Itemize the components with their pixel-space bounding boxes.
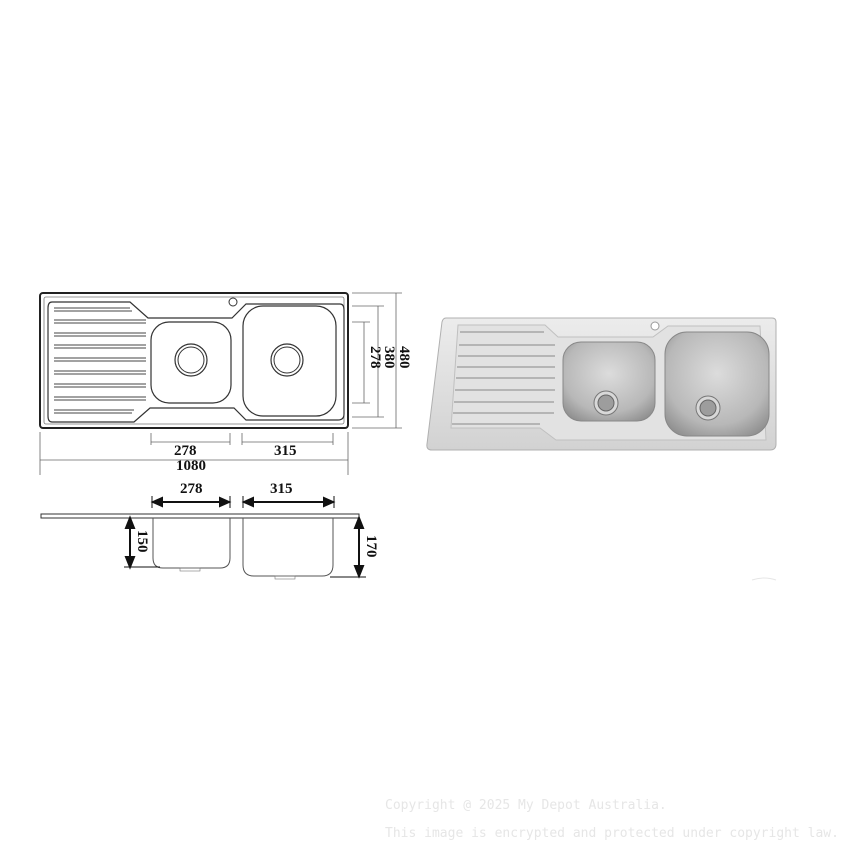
side-dim-large-bowl-height: 170	[363, 535, 379, 558]
side-view-small-bowl	[152, 518, 231, 569]
watermark-line-2: This image is encrypted and protected un…	[385, 826, 839, 841]
dim-large-bowl-width: 315	[274, 443, 297, 459]
side-dimension-arrows	[124, 496, 366, 579]
side-view-rim	[40, 513, 360, 519]
side-dim-small-bowl-height: 150	[134, 530, 150, 553]
sink-photo	[426, 317, 777, 451]
dim-overall-length: 1080	[176, 458, 206, 474]
dim-inner-depth: 380	[381, 346, 397, 369]
side-dim-large-bowl-width: 315	[270, 481, 293, 497]
watermark-line-1: Copyright @ 2025 My Depot Australia.	[385, 798, 667, 813]
side-view-large-bowl	[242, 518, 334, 577]
photo-large-bowl	[664, 331, 770, 437]
horizontal-dimension-lines	[39, 432, 349, 475]
drainer-outline	[47, 301, 345, 423]
tap-hole	[228, 297, 238, 307]
dim-overall-depth: 480	[396, 346, 412, 369]
photo-small-bowl	[562, 341, 656, 422]
vertical-dimension-lines	[352, 292, 402, 429]
drainer-ribs	[54, 307, 146, 414]
small-bowl	[150, 321, 232, 404]
dim-small-bowl-depth: 278	[367, 346, 383, 369]
sink-outline	[39, 292, 349, 429]
large-bowl	[242, 305, 337, 417]
dim-small-bowl-width: 278	[174, 443, 197, 459]
side-dim-small-bowl-width: 278	[180, 481, 203, 497]
